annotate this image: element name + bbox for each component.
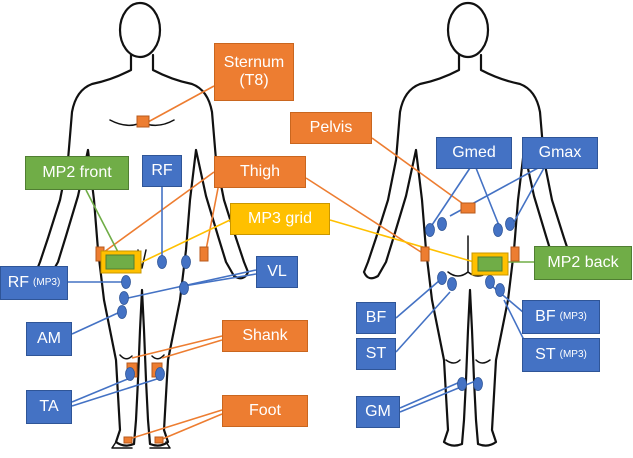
pelvis-label-text: Pelvis (309, 118, 353, 136)
rf-mp3-label-text: RF (7, 273, 30, 291)
thigh-label-text: Thigh (239, 162, 281, 180)
mp2-front-label: MP2 front (25, 156, 129, 190)
back-body-outline (362, 1, 578, 447)
thigh-imu-back-left (420, 246, 430, 262)
foot-imu-right (154, 436, 164, 444)
rf-mp3-suffix: (MP3) (33, 277, 61, 289)
shank-label-text: Shank (242, 326, 288, 344)
ta-label: TA (26, 390, 72, 424)
gm-label: GM (356, 396, 400, 428)
rf-mp3-label: RF(MP3) (0, 266, 68, 300)
thigh-imu-right (199, 246, 209, 262)
mp2-back-label-text: MP2 back (547, 253, 619, 271)
emg-electrodes (117, 217, 515, 391)
bf-mp3-label: BF(MP3) (522, 300, 600, 334)
am-label: AM (26, 322, 72, 356)
foot-label-text: Foot (248, 401, 281, 419)
mp2-back-label: MP2 back (534, 246, 632, 280)
st-label-text: ST (365, 344, 387, 362)
sternum-imu (136, 115, 150, 128)
gmax-label: Gmax (522, 137, 598, 169)
mp2-back-sensor (477, 256, 503, 272)
bf-label: BF (356, 302, 396, 334)
orange-connectors (103, 85, 467, 441)
sternum-label-sub: (T8) (239, 72, 269, 89)
sternum-label: Sternum (T8) (214, 43, 294, 101)
mp2-front-label-text: MP2 front (42, 163, 112, 181)
mp3-grid-label-text: MP3 grid (247, 209, 313, 227)
st-mp3-label-text: ST (535, 345, 556, 363)
st-mp3-label: ST(MP3) (522, 338, 600, 372)
st-label: ST (356, 338, 396, 370)
thigh-label: Thigh (214, 156, 306, 188)
pelvis-imu (460, 202, 476, 214)
sternum-label-text: Sternum (223, 53, 285, 71)
pelvis-label: Pelvis (290, 112, 372, 144)
bf-mp3-suffix: (MP3) (559, 311, 587, 323)
yellow-connectors (141, 219, 475, 263)
mp3-grid-label: MP3 grid (230, 203, 330, 235)
gmax-label-text: Gmax (538, 143, 582, 161)
foot-label: Foot (222, 395, 308, 427)
shank-label: Shank (222, 320, 308, 352)
rf-label-text: RF (151, 161, 173, 179)
st-mp3-suffix: (MP3) (559, 349, 587, 361)
gmed-label-text: Gmed (452, 143, 496, 161)
gm-label-text: GM (365, 402, 391, 420)
bf-mp3-label-text: BF (535, 307, 556, 325)
am-label-text: AM (37, 329, 61, 347)
bf-label-text: BF (365, 308, 387, 326)
ta-label-text: TA (39, 397, 59, 415)
rf-label: RF (142, 155, 182, 187)
vl-label: VL (256, 256, 298, 288)
mp2-front-sensor (105, 254, 135, 270)
foot-imu-left (123, 436, 133, 444)
gmed-label: Gmed (436, 137, 512, 169)
thigh-imu-back-right (510, 246, 520, 262)
vl-label-text: VL (267, 262, 287, 280)
